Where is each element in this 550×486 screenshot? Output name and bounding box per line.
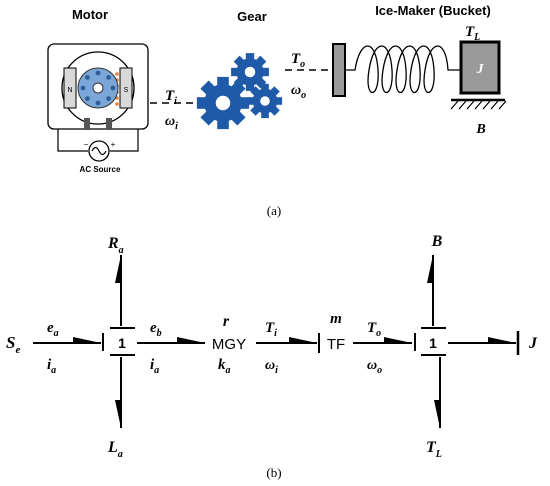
b-Se: Se bbox=[6, 333, 20, 356]
pole-south-label: S bbox=[124, 87, 129, 94]
gear-title: Gear bbox=[237, 9, 267, 24]
wire-left bbox=[57, 129, 88, 152]
ac-source-label: AC Source bbox=[80, 165, 121, 174]
b-J: J bbox=[528, 335, 538, 352]
motor-title: Motor bbox=[72, 7, 108, 22]
b-To: To bbox=[367, 320, 381, 339]
half-arrow-se-j1 bbox=[73, 337, 101, 343]
caption-b: (b) bbox=[266, 465, 281, 480]
a-omega-i: ωi bbox=[165, 114, 178, 132]
half-arrow-j2-b bbox=[427, 255, 433, 283]
b-r: r bbox=[223, 313, 230, 330]
motor-housing bbox=[47, 43, 149, 130]
a-TL: TL bbox=[465, 24, 480, 43]
b-ka: ka bbox=[218, 357, 231, 376]
half-arrow-j2-j bbox=[488, 337, 516, 343]
junction1-label: 1 bbox=[118, 335, 126, 351]
ice-maker-title: Ice-Maker (Bucket) bbox=[375, 3, 491, 18]
pole-north bbox=[63, 67, 77, 109]
ac-sine-icon bbox=[91, 146, 107, 156]
b-omega-i: ωi bbox=[265, 358, 278, 376]
b-m: m bbox=[330, 311, 342, 327]
half-arrow-j1-mgy bbox=[177, 337, 205, 343]
rotor-slots bbox=[80, 70, 116, 106]
pole-north-label: N bbox=[67, 87, 72, 94]
b-ea: ea bbox=[47, 320, 59, 339]
half-arrow-tf-j2 bbox=[384, 337, 412, 343]
tf-element: TF bbox=[327, 336, 345, 353]
b-B: B bbox=[431, 233, 443, 250]
motor: Motor N S bbox=[47, 7, 149, 174]
half-arrow-j1-la bbox=[115, 400, 121, 428]
ice-maker: Ice-Maker (Bucket) J TL B bbox=[332, 3, 507, 137]
wire-right bbox=[110, 129, 139, 152]
bucket-J-label: J bbox=[476, 62, 485, 77]
brush-left bbox=[84, 118, 90, 130]
torsional-spring-icon bbox=[345, 45, 461, 93]
mgy-element: MGY bbox=[212, 336, 246, 353]
half-arrow-j2-tl bbox=[434, 400, 440, 428]
bucket-inertia bbox=[459, 40, 501, 95]
b-ia: ia bbox=[47, 357, 56, 376]
panel-b: 1 Se ea ia Ra La eb ia MGY r ka Ti ωi TF… bbox=[6, 233, 538, 480]
brush-right bbox=[106, 118, 112, 130]
b-Ra: Ra bbox=[107, 235, 124, 256]
pole-south bbox=[119, 67, 133, 109]
b-La: La bbox=[107, 439, 123, 460]
half-arrow-mgy-tf bbox=[289, 337, 317, 343]
panel-a: Motor N S bbox=[47, 3, 507, 218]
ac-minus: − bbox=[84, 140, 89, 149]
caption-a: (a) bbox=[267, 203, 281, 218]
a-To: To bbox=[291, 51, 305, 70]
b-eb: eb bbox=[150, 320, 162, 339]
a-B-label: B bbox=[475, 122, 485, 137]
gear-assembly: Gear bbox=[196, 9, 283, 130]
junction2-label: 1 bbox=[429, 335, 437, 351]
half-arrow-j1-ra bbox=[115, 255, 121, 283]
b-ia-2: ia bbox=[150, 357, 159, 376]
ac-plus: + bbox=[111, 140, 116, 149]
a-omega-o: ωo bbox=[291, 83, 306, 101]
b-Ti: Ti bbox=[265, 320, 277, 339]
ground-hatch bbox=[450, 100, 507, 110]
b-omega-o: ωo bbox=[367, 358, 382, 376]
b-TL: TL bbox=[426, 439, 442, 460]
gear-right-icon bbox=[247, 83, 283, 119]
shaft-plate bbox=[332, 43, 346, 97]
a-Ti: Ti bbox=[165, 88, 177, 107]
shaft bbox=[92, 82, 104, 94]
